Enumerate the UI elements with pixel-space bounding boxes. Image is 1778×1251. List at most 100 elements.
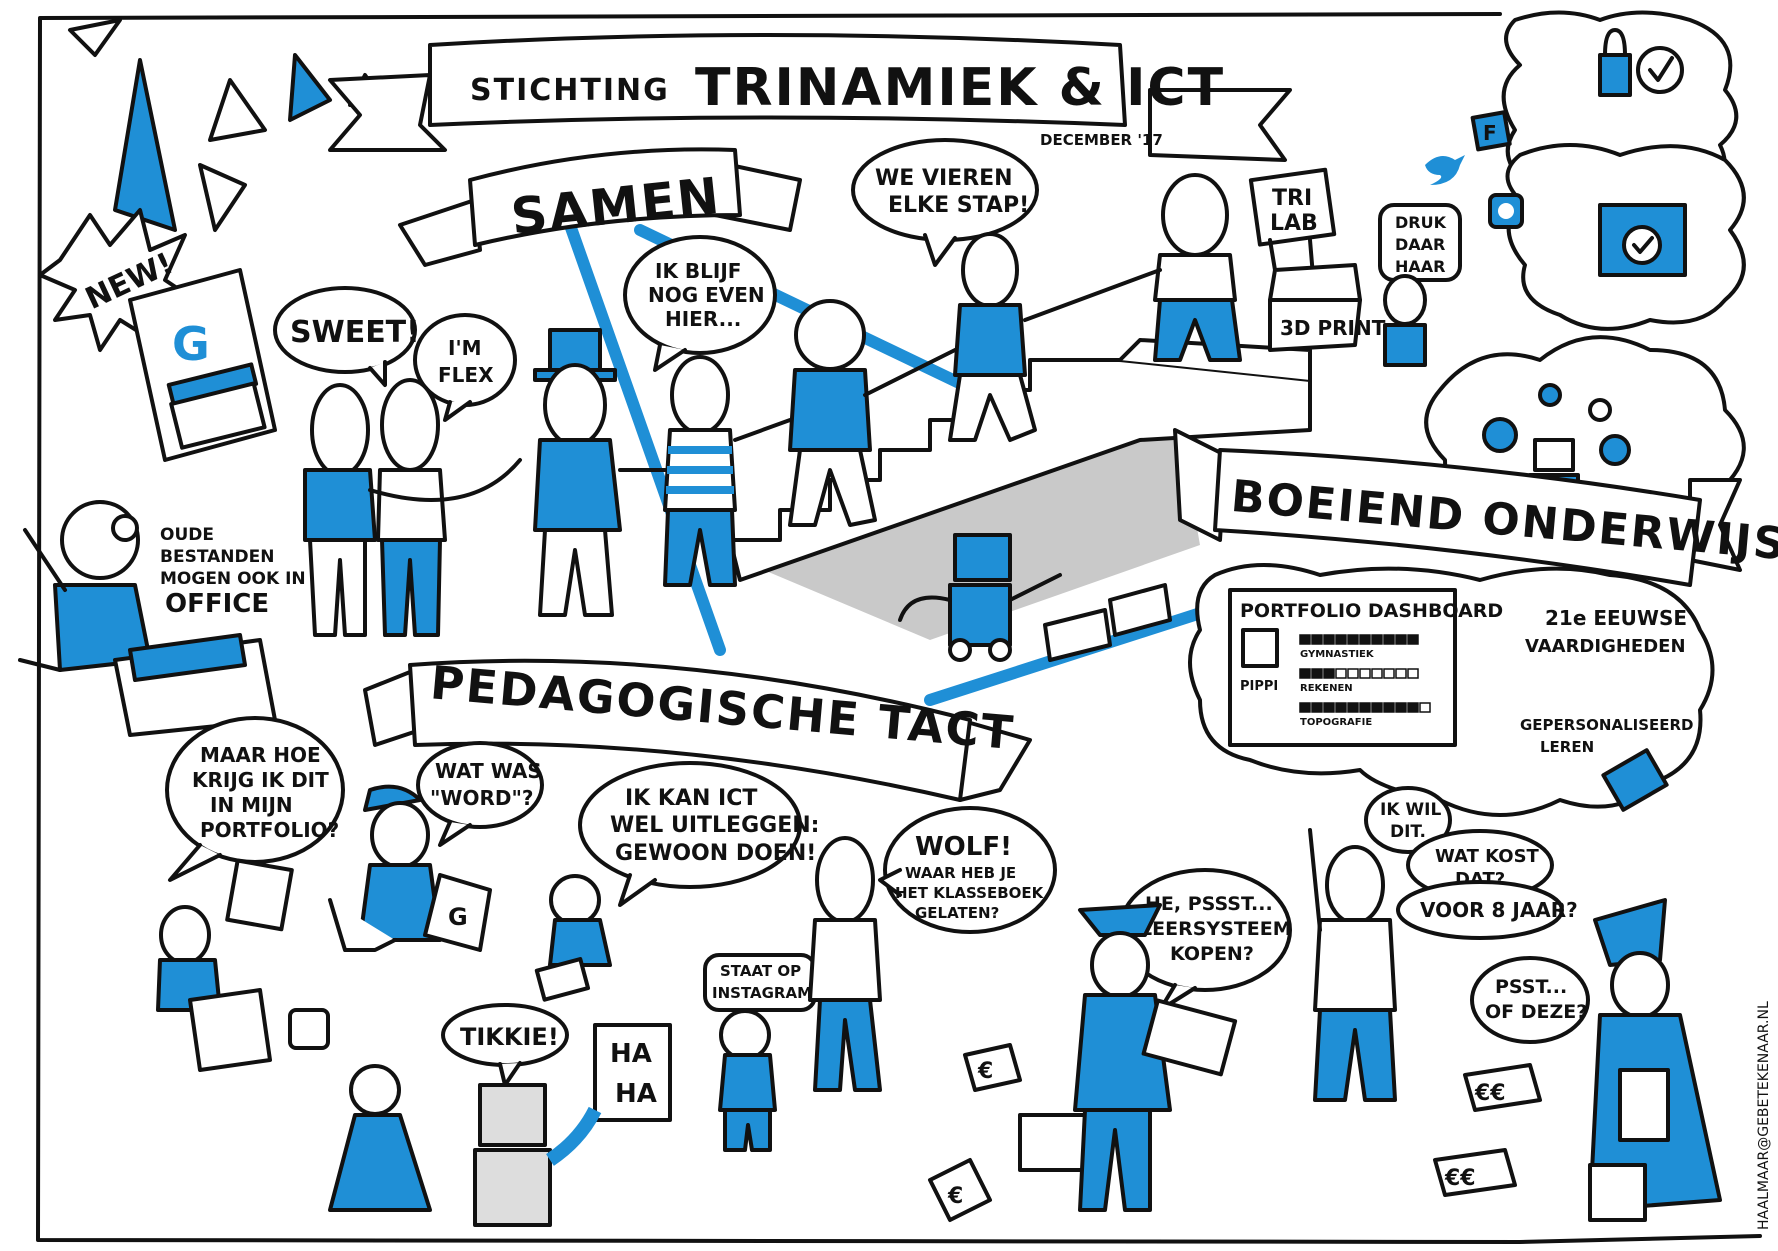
bubble-ik-kan: IK KAN ICT WEL UITLEGGEN: GEWOON DOEN! bbox=[578, 761, 819, 907]
person-laptop: G bbox=[328, 784, 492, 952]
person-top-hat bbox=[533, 328, 622, 617]
bottom-figures: G bbox=[156, 784, 1722, 1227]
person-striped bbox=[663, 355, 737, 587]
staat-op-line1: STAAT OP bbox=[720, 962, 801, 980]
dashboard-cell bbox=[1359, 702, 1371, 713]
vaardigheden-note: 21e EEUWSE VAARDIGHEDEN bbox=[1525, 606, 1687, 657]
side-credit: HAALMAAR@GEBETEKENAAR.NL bbox=[1756, 1001, 1772, 1230]
dashboard-cell bbox=[1395, 668, 1407, 679]
dashboard-cell bbox=[1323, 702, 1335, 713]
dashboard-cell bbox=[1335, 668, 1347, 679]
psst-of-line2: OF DEZE? bbox=[1485, 1001, 1587, 1023]
header-date: DECEMBER '17 bbox=[1040, 131, 1163, 149]
wat-was-line2: "WORD"? bbox=[430, 786, 534, 810]
bubble-psst-of: PSST... OF DEZE? bbox=[1470, 956, 1590, 1044]
dashboard-cell bbox=[1383, 668, 1395, 679]
dashboard-cell bbox=[1335, 702, 1347, 713]
google-doc-icon: G bbox=[128, 268, 277, 462]
portfolio-dashboard: PORTFOLIO DASHBOARD PIPPI GYMNASTIEKREKE… bbox=[1228, 588, 1503, 747]
person-top-right bbox=[1153, 173, 1242, 362]
bubble-voor-8: VOOR 8 JAAR? bbox=[1396, 880, 1578, 940]
dashboard-cell bbox=[1347, 668, 1359, 679]
baby-tablet bbox=[534, 874, 612, 1002]
samen-banner: SAMEN bbox=[398, 147, 802, 267]
dashboard-cell bbox=[1323, 668, 1335, 679]
header-title-prefix: STICHTING bbox=[470, 73, 670, 108]
wolf-line2: WAAR HEB JE bbox=[905, 864, 1016, 882]
bubble-ik-wil: IK WIL DIT. bbox=[1364, 786, 1452, 854]
vaardigheden-line2: VAARDIGHEDEN bbox=[1525, 636, 1686, 657]
laptop-g-label: G bbox=[448, 903, 468, 931]
bubble-wolf: WOLF! WAAR HEB JE HET KLASSEBOEK GELATEN… bbox=[878, 806, 1057, 934]
he-pssst-line3: KOPEN? bbox=[1170, 943, 1254, 965]
pedagogische-banner: PEDAGOGISCHE TACT bbox=[363, 655, 1032, 802]
dashboard-cell bbox=[1371, 668, 1383, 679]
druk-line3: HAAR bbox=[1395, 257, 1445, 276]
maar-hoe-line1: MAAR HOE bbox=[200, 743, 321, 767]
frame-border bbox=[36, 12, 1762, 1244]
bubble-druk-daar: DRUK DAAR HAAR bbox=[1378, 203, 1462, 282]
person-curly bbox=[788, 299, 877, 527]
dashboard-cell bbox=[1335, 634, 1347, 645]
dashboard-cell bbox=[1347, 702, 1359, 713]
right-thought-clouds bbox=[1424, 10, 1746, 534]
wolf-line3: HET KLASSEBOEK bbox=[895, 884, 1045, 902]
graduation-cap-icon bbox=[1601, 748, 1669, 812]
person-white bbox=[376, 378, 447, 637]
dashboard-cell bbox=[1407, 668, 1419, 679]
dashboard-title: PORTFOLIO DASHBOARD bbox=[1240, 600, 1503, 622]
dashboard-row-label: TOPOGRAFIE bbox=[1300, 717, 1372, 728]
wolf-line1: WOLF! bbox=[915, 832, 1012, 862]
bubble-sweet: SWEET! bbox=[273, 286, 420, 387]
gepersonaliseerd-note: GEPERSONALISEERD LEREN bbox=[1520, 716, 1694, 812]
salesman-briefcase bbox=[1018, 903, 1238, 1212]
oude-line3: MOGEN OOK IN bbox=[160, 569, 306, 589]
dashboard-cell bbox=[1299, 702, 1311, 713]
kid-instagram bbox=[718, 1009, 777, 1152]
header-title-main: TRINAMIEK & ICT bbox=[695, 58, 1225, 118]
euro-tag-1: € bbox=[977, 1059, 993, 1084]
dashboard-cell bbox=[1311, 668, 1323, 679]
bubble-tikkie: TIKKIE! bbox=[441, 1003, 569, 1087]
euro-tag-2: € bbox=[947, 1184, 963, 1209]
tikkie-label: TIKKIE! bbox=[460, 1023, 559, 1051]
maar-hoe-line4: PORTFOLIO? bbox=[200, 818, 339, 842]
trilab-line2: LAB bbox=[1270, 211, 1318, 236]
bubble-wat-was: WAT WAS "WORD"? bbox=[416, 741, 544, 847]
robot-tikkie bbox=[473, 1083, 602, 1227]
oude-bestanden-group: OUDE BESTANDEN MOGEN OOK IN OFFICE bbox=[18, 500, 306, 737]
ik-kan-line1: IK KAN ICT bbox=[625, 786, 757, 811]
lego-bricks bbox=[1043, 583, 1172, 662]
oude-line1: OUDE bbox=[160, 525, 214, 545]
he-pssst-line2: LEERSYSTEEM bbox=[1140, 918, 1292, 940]
ik-kan-line2: WEL UITLEGGEN: bbox=[610, 813, 819, 838]
haha-line1: HA bbox=[610, 1039, 652, 1069]
bubble-he-pssst: HE, PSSST... LEERSYSTEEM KOPEN? bbox=[1118, 868, 1292, 1012]
robot-center bbox=[898, 533, 1062, 662]
wat-kost-line1: WAT KOST bbox=[1435, 846, 1540, 867]
voor-8-label: VOOR 8 JAAR? bbox=[1420, 898, 1578, 922]
bubble-wat-kost: WAT KOST DAT? bbox=[1406, 829, 1554, 901]
dashboard-cell bbox=[1359, 634, 1371, 645]
dashboard-cell bbox=[1407, 634, 1419, 645]
dashboard-name: PIPPI bbox=[1240, 679, 1278, 694]
wat-was-line1: WAT WAS bbox=[435, 759, 542, 783]
druk-line2: DAAR bbox=[1395, 235, 1445, 254]
bubble-staat-op: STAAT OP INSTAGRAM bbox=[703, 953, 817, 1012]
dashboard-cell bbox=[1395, 634, 1407, 645]
twitter-bird-icon bbox=[1425, 155, 1465, 185]
trilab-line1: TRI bbox=[1272, 186, 1312, 211]
haha-line2: HA bbox=[615, 1079, 657, 1109]
bubble-ik-blijf: IK BLIJF NOG EVEN HIER... bbox=[623, 235, 777, 372]
person-ponytail bbox=[948, 232, 1037, 442]
ik-blijf-line2: NOG EVEN bbox=[648, 283, 765, 307]
he-pssst-line1: HE, PSSST... bbox=[1145, 893, 1273, 915]
salesman-right bbox=[1588, 898, 1722, 1222]
druk-line1: DRUK bbox=[1395, 213, 1447, 232]
dashboard-cell bbox=[1383, 702, 1395, 713]
gepersonaliseerd-line2: LEREN bbox=[1540, 738, 1594, 756]
bubble-maar-hoe: MAAR HOE KRIJG IK DIT IN MIJN PORTFOLIO? bbox=[165, 716, 345, 882]
maar-hoe-line2: KRIJG IK DIT bbox=[192, 768, 329, 792]
